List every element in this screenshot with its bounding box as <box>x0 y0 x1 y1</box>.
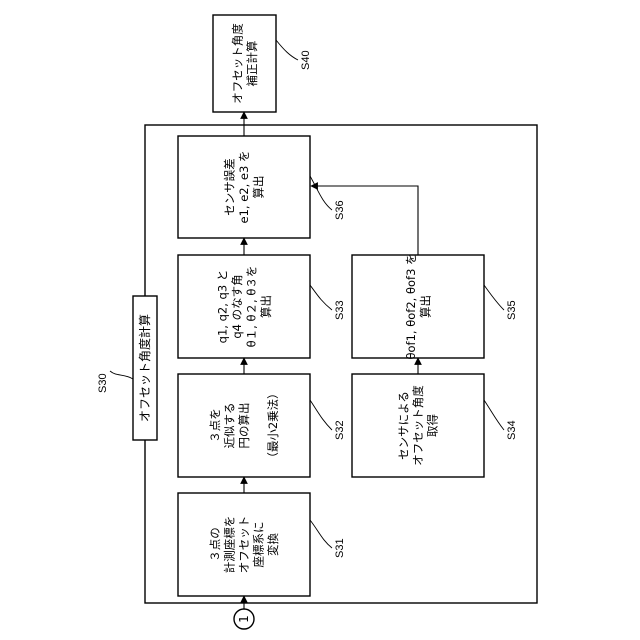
process-box-text-line: q1, q2, q3 と <box>215 270 229 344</box>
process-box-text-line: 座標系に <box>252 522 266 568</box>
process-box-text-line: オフセット角度 <box>230 23 244 104</box>
container-step-label: S30 <box>97 373 109 393</box>
process-box-s35: θof1, θof2, θof3 を算出 <box>352 253 484 359</box>
process-box-text-line: ３点の <box>208 527 222 562</box>
process-box-text-line: センサによる <box>397 391 411 460</box>
process-box-text-line: 算出 <box>418 295 432 318</box>
process-box-text-line: オフセット <box>237 516 251 574</box>
step-leader-s36 <box>310 176 332 210</box>
process-box-text-line: θ１, θ２, θ３を <box>244 266 258 348</box>
process-box-text-line: 円の算出 <box>237 403 251 449</box>
process-box-text-line: θof1, θof2, θof3 を <box>404 253 418 359</box>
step-label-s34: S34 <box>506 420 518 440</box>
step-label-s33: S33 <box>334 300 346 320</box>
process-box-text-line: （最小2乗法） <box>266 387 280 463</box>
step-leader-s33 <box>310 285 332 310</box>
process-box-text-line: 算出 <box>259 295 273 318</box>
process-box-text-line: ３点を <box>208 408 222 443</box>
process-box-s32: ３点を近似する円の算出 （最小2乗法） <box>178 374 310 477</box>
step-leader-s32 <box>310 400 332 430</box>
container-title: オフセット角度計算 <box>137 314 152 422</box>
step-leader-s31 <box>310 520 332 548</box>
step-label-s31: S31 <box>334 538 346 558</box>
process-box-s34: センサによるオフセット角度取得 <box>352 374 484 477</box>
process-box-text-line: 近似する <box>223 403 237 449</box>
process-box-s33: q1, q2, q3 とq4 のなす角θ１, θ２, θ３を算出 <box>178 255 310 358</box>
process-box-text-line: 変換 <box>266 533 280 556</box>
process-box-s31: ３点の計測座標をオフセット座標系に変換 <box>178 493 310 596</box>
step-leader-s34 <box>484 400 504 430</box>
process-box-s36: センサ誤差e1, e2, e3 を算出 <box>178 136 310 238</box>
step-label-s35: S35 <box>506 300 518 320</box>
step-label-s40: S40 <box>300 50 312 70</box>
arrow-s35-to-s36 <box>311 186 418 255</box>
process-box-s40: オフセット角度補正計算 <box>213 15 276 112</box>
process-box-text-line: 補正計算 <box>245 41 259 87</box>
process-box-text-line: q4 のなす角 <box>230 274 244 338</box>
process-box-text-line: e1, e2, e3 を <box>237 151 251 224</box>
process-box-text-line: 取得 <box>426 414 440 437</box>
process-box-text-line: センサ誤差 <box>223 158 237 216</box>
process-box-text-line: 計測座標を <box>223 516 237 574</box>
process-box-text-line: 算出 <box>252 176 266 199</box>
step-leader-s40 <box>276 40 298 60</box>
container-step-leader <box>110 371 133 379</box>
step-leader-s35 <box>484 285 504 310</box>
process-box-text-line: オフセット角度 <box>411 385 425 466</box>
step-label-s32: S32 <box>334 420 346 440</box>
entry-connector-label: 1 <box>237 615 251 623</box>
step-label-s36: S36 <box>334 200 346 220</box>
